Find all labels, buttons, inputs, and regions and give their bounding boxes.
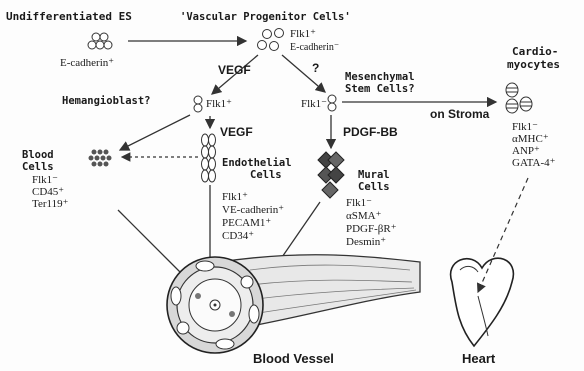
blood-marker-2: Ter119⁺ <box>32 198 69 210</box>
endothelial-marker-1: VE-cadherin⁺ <box>222 204 284 216</box>
es-marker: E-cadherin⁺ <box>60 57 114 69</box>
blood-vessel-label: Blood Vessel <box>253 351 334 366</box>
blood-marker-1: CD45⁺ <box>32 186 64 198</box>
endothelial-marker-0: Flk1⁺ <box>222 191 248 203</box>
blood-marker-0: Flk1⁻ <box>32 174 58 186</box>
blood-cells-title-2: Cells <box>22 161 54 173</box>
vpc-title: 'Vascular Progenitor Cells' <box>180 11 351 23</box>
endothelial-marker-2: PECAM1⁺ <box>222 217 271 229</box>
mural-marker-2: PDGF-βR⁺ <box>346 223 397 235</box>
es-cell-cluster <box>88 33 112 49</box>
msc-marker: Flk1⁻ <box>301 98 327 110</box>
cardio-title-2: myocytes <box>507 58 560 71</box>
vegf-label-2: VEGF <box>220 125 253 139</box>
blood-cell-cluster <box>89 150 112 167</box>
blood-cells-title-1: Blood <box>22 149 54 161</box>
es-title: Undifferentiated ES <box>6 10 132 23</box>
endothelial-marker-3: CD34⁺ <box>222 230 254 242</box>
pdgf-label: PDGF-BB <box>343 125 398 139</box>
cardio-title-1: Cardio- <box>512 45 558 58</box>
msc-title-1: Mesenchymal <box>345 71 415 83</box>
msc-cells <box>328 95 336 111</box>
blood-vessel-illustration <box>167 255 420 353</box>
cardio-marker-0: Flk1⁻ <box>512 121 538 133</box>
arrow-hemangioblast-to-blood <box>120 115 190 150</box>
mural-marker-3: Desmin⁺ <box>346 236 386 248</box>
mural-cell-cluster <box>318 152 344 198</box>
heart-illustration <box>451 258 514 346</box>
vpc-marker-ecad: E-cadherin⁻ <box>290 42 339 53</box>
heart-label: Heart <box>462 351 496 366</box>
msc-title-2: Stem Cells? <box>345 83 415 95</box>
hemangioblast-marker: Flk1⁺ <box>206 98 232 110</box>
vpc-marker-flk1: Flk1⁺ <box>290 28 316 40</box>
hemangioblast-cells <box>194 96 202 112</box>
cardio-marker-1: αMHC⁺ <box>512 133 549 145</box>
mural-title-2: Cells <box>358 181 390 193</box>
endothelial-title-1: Endothelial <box>222 157 292 169</box>
question-label: ? <box>312 61 319 75</box>
endothelial-title-2: Cells <box>250 169 282 181</box>
cardio-marker-3: GATA-4⁺ <box>512 157 556 169</box>
vpc-cell-cluster <box>258 29 284 51</box>
cardio-marker-2: ANP⁺ <box>512 145 540 157</box>
mural-marker-1: αSMA⁺ <box>346 210 382 222</box>
mural-marker-0: Flk1⁻ <box>346 197 372 209</box>
mural-title-1: Mural <box>358 169 390 181</box>
stroma-label: on Stroma <box>430 107 490 121</box>
hemangioblast-title: Hemangioblast? <box>62 95 151 107</box>
vegf-label-1: VEGF <box>218 63 251 77</box>
endothelial-cell-cluster <box>202 134 216 182</box>
cardiomyocyte-cells <box>506 83 532 113</box>
